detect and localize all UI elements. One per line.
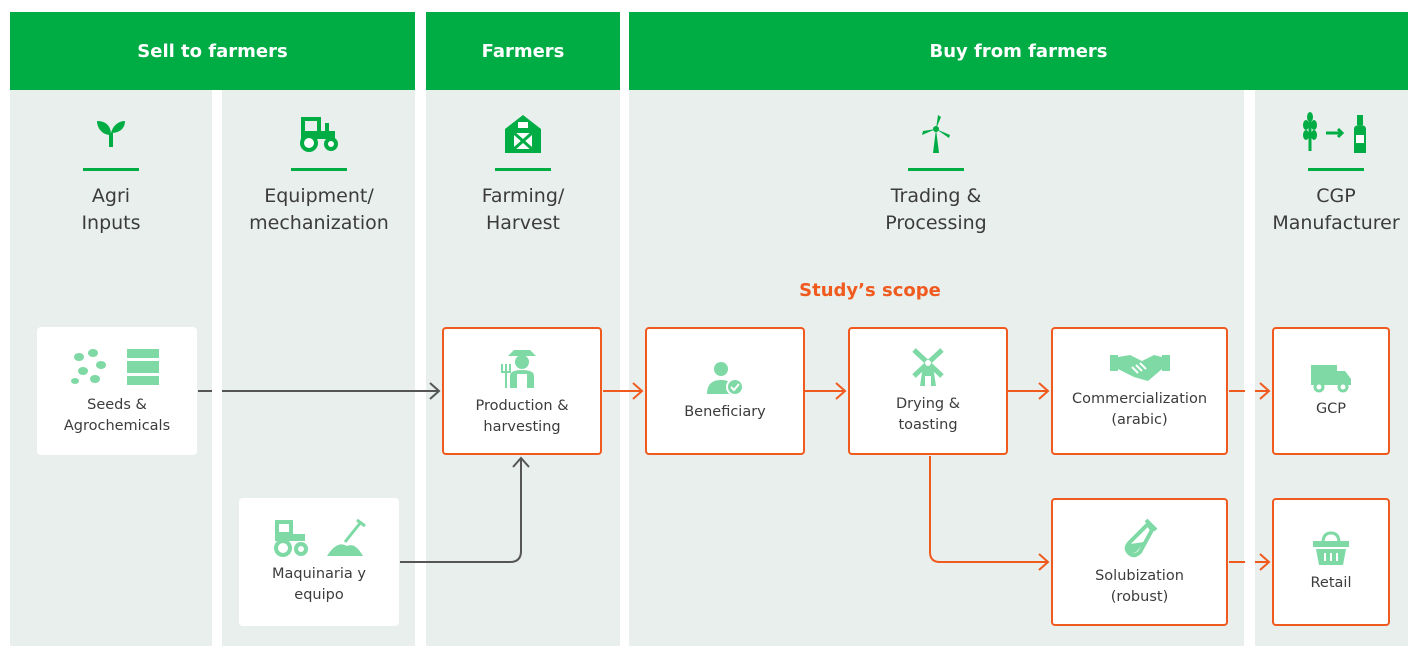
stage-farming: Farming/ Harvest xyxy=(423,108,623,237)
stage-label: Trading & Processing xyxy=(885,185,987,234)
box-seeds-agrochemicals: Seeds & Agrochemicals xyxy=(37,327,197,455)
tractor-icon xyxy=(219,108,419,158)
stage-trading: Trading & Processing xyxy=(836,108,1036,237)
box-solubization: Solubization (robust) xyxy=(1051,498,1228,626)
box-label: Solubization (robust) xyxy=(1095,568,1184,605)
test-tube-icon xyxy=(1120,516,1160,560)
box-production-harvesting: Production & harvesting xyxy=(442,327,602,455)
box-drying-toasting: Drying & toasting xyxy=(848,327,1008,455)
header-sell-label: Sell to farmers xyxy=(137,40,288,62)
box-label: Drying & toasting xyxy=(895,396,961,433)
stage-divider xyxy=(291,168,347,171)
box-label: Production & harvesting xyxy=(475,398,569,435)
arrow-maquinaria-to-production xyxy=(400,459,522,563)
farmer-icon xyxy=(500,344,544,390)
stage-divider xyxy=(908,168,964,171)
sprout-icon xyxy=(11,108,211,158)
stage-label: Equipment/ mechanization xyxy=(249,185,389,234)
study-scope-label: Study’s scope xyxy=(799,280,941,301)
box-retail: Retail xyxy=(1272,498,1390,626)
box-commercialization: Commercialization (arabic) xyxy=(1051,327,1228,455)
stage-equipment: Equipment/ mechanization xyxy=(219,108,419,237)
header-sell-to-farmers: Sell to farmers xyxy=(10,12,415,90)
seeds-barrel-icon xyxy=(69,345,165,389)
box-label: Seeds & Agrochemicals xyxy=(63,397,171,434)
box-gcp: GCP xyxy=(1272,327,1390,455)
stage-divider xyxy=(495,168,551,171)
truck-icon xyxy=(1309,363,1353,393)
user-check-icon xyxy=(705,360,745,396)
stage-label: Agri Inputs xyxy=(81,185,141,234)
box-label: Maquinaria y equipo xyxy=(272,566,366,603)
header-buy-label: Buy from farmers xyxy=(929,40,1108,62)
header-buy-from-farmers: Buy from farmers xyxy=(629,12,1408,90)
box-label: Beneficiary xyxy=(684,403,766,420)
stage-label: CGP Manufacturer xyxy=(1272,185,1400,234)
stage-divider xyxy=(83,168,139,171)
handshake-icon xyxy=(1109,351,1170,383)
header-farmers-label: Farmers xyxy=(481,40,565,62)
box-label: GCP xyxy=(1315,400,1347,417)
stage-label: Farming/ Harvest xyxy=(481,185,565,234)
basket-icon xyxy=(1311,530,1351,567)
tractor-shovel-icon xyxy=(271,518,367,558)
column-separator xyxy=(212,90,222,646)
box-beneficiary: Beneficiary xyxy=(645,327,805,455)
windmill-house-icon xyxy=(908,346,948,388)
stage-cgp: CGP Manufacturer xyxy=(1236,108,1408,237)
stage-divider xyxy=(1308,168,1364,171)
header-farmers: Farmers xyxy=(426,12,620,90)
stage-agri-inputs: Agri Inputs xyxy=(11,108,211,237)
barn-icon xyxy=(423,108,623,158)
box-label: Commercialization (arabic) xyxy=(1071,391,1208,428)
wheat-to-bottle-icon xyxy=(1236,108,1408,158)
column-separator xyxy=(1245,90,1255,646)
arrow-drying-to-solubization xyxy=(929,456,1047,563)
box-maquinaria-equipo: Maquinaria y equipo xyxy=(239,498,399,626)
windmill-icon xyxy=(836,108,1036,158)
box-label: Retail xyxy=(1310,574,1352,591)
